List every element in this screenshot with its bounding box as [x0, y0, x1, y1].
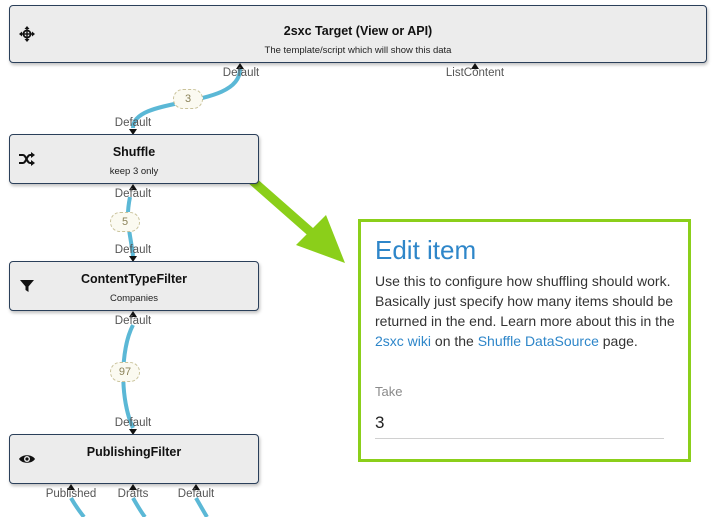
move-icon — [18, 25, 36, 43]
node-target-title: 2sxc Target (View or API) — [283, 24, 433, 38]
port-label-shuffle-in: Default — [114, 117, 152, 129]
port-label-publishing-published: Published — [45, 488, 97, 500]
edit-panel-title: Edit item — [375, 235, 477, 265]
port-label-target-default: Default — [222, 67, 260, 79]
node-shuffle-title: Shuffle — [112, 145, 156, 159]
wire-publishing-published-out — [69, 497, 86, 517]
port-publishing-published[interactable] — [67, 484, 75, 490]
node-shuffle-subtitle: keep 3 only — [109, 166, 159, 177]
wire-publishing-default-out — [194, 497, 209, 517]
port-contenttype-in[interactable] — [129, 256, 137, 262]
node-contenttypefilter-title: ContentTypeFilter — [80, 272, 188, 286]
desc-text-1: Use this to configure how shuffling shou… — [375, 273, 675, 329]
port-publishing-in[interactable] — [129, 429, 137, 435]
highlight-arrow — [242, 171, 345, 263]
port-shuffle-in[interactable] — [129, 129, 137, 135]
take-input[interactable] — [375, 407, 664, 439]
node-contenttypefilter[interactable]: ContentTypeFilter Companies — [9, 261, 259, 311]
edit-item-panel: Edit item Use this to configure how shuf… — [358, 219, 691, 462]
take-field-label: Take — [375, 384, 403, 399]
port-label-target-listcontent: ListContent — [445, 67, 505, 79]
wire-publishing-drafts-out — [131, 497, 147, 517]
port-label-contenttype-in: Default — [114, 244, 152, 256]
desc-text-3: page. — [598, 333, 638, 349]
edit-panel-description: Use this to configure how shuffling shou… — [375, 271, 675, 351]
port-label-publishing-in: Default — [114, 417, 152, 429]
port-publishing-drafts[interactable] — [129, 484, 137, 490]
port-publishing-default[interactable] — [192, 484, 200, 490]
node-contenttypefilter-subtitle: Companies — [109, 293, 159, 304]
node-publishingfilter[interactable]: PublishingFilter — [9, 434, 259, 484]
port-label-publishing-default: Default — [177, 488, 215, 500]
link-shuffle-datasource[interactable]: Shuffle DataSource — [477, 333, 599, 349]
shuffle-icon — [18, 150, 36, 168]
node-publishingfilter-title: PublishingFilter — [86, 445, 182, 459]
port-label-publishing-drafts: Drafts — [117, 488, 149, 500]
port-shuffle-out[interactable] — [129, 184, 137, 190]
count-contenttype-to-shuffle: 5 — [110, 212, 140, 232]
node-target[interactable]: 2sxc Target (View or API) The template/s… — [9, 5, 707, 63]
port-label-shuffle-out: Default — [114, 188, 152, 200]
eye-icon — [18, 450, 36, 468]
port-target-default[interactable] — [236, 63, 244, 69]
filter-icon — [18, 277, 36, 295]
count-publishing-to-contenttype: 97 — [110, 362, 140, 382]
node-target-subtitle: The template/script which will show this… — [264, 45, 452, 56]
link-2sxc-wiki[interactable]: 2sxc wiki — [375, 333, 432, 349]
desc-text-2: on the — [431, 333, 478, 349]
port-target-listcontent[interactable] — [471, 63, 479, 69]
port-label-contenttype-out: Default — [114, 315, 152, 327]
count-shuffle-to-target: 3 — [173, 89, 203, 109]
port-contenttype-out[interactable] — [129, 311, 137, 317]
node-shuffle[interactable]: Shuffle keep 3 only — [9, 134, 259, 184]
